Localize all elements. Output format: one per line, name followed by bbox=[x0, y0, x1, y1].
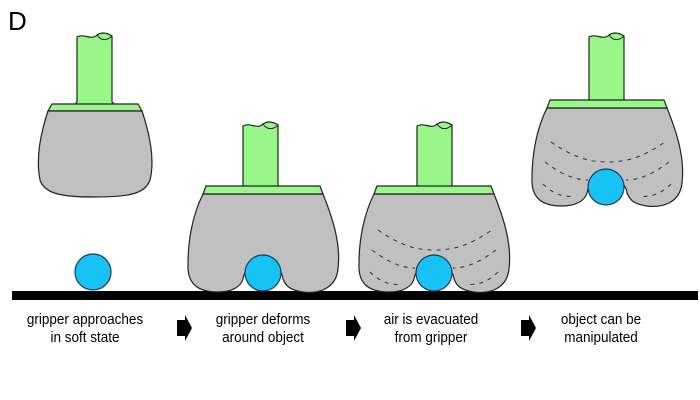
gripper-soft-state bbox=[37, 32, 153, 198]
step-label-3: air is evacuated from gripper bbox=[355, 311, 508, 347]
arrow-right-icon bbox=[177, 315, 192, 341]
gripper-lifting bbox=[531, 32, 684, 208]
gripper-evacuated bbox=[358, 121, 511, 294]
stem bbox=[66, 32, 124, 113]
step-label-line: air is evacuated bbox=[383, 311, 479, 328]
step-label-line: object can be bbox=[560, 311, 642, 328]
panel-letter: D bbox=[8, 6, 27, 36]
step-label-line: from gripper bbox=[394, 329, 468, 346]
ground-surface bbox=[12, 291, 698, 300]
step-label-4: object can be manipulated bbox=[525, 311, 678, 347]
object-ball bbox=[587, 168, 625, 206]
object-ball bbox=[415, 254, 453, 292]
object-ball bbox=[244, 254, 282, 292]
object-ball bbox=[74, 253, 112, 291]
step-label-2: gripper deforms around object bbox=[187, 311, 340, 347]
step-label-line: in soft state bbox=[50, 329, 120, 346]
step-label-1: gripper approaches in soft state bbox=[9, 311, 162, 347]
step-label-line: manipulated bbox=[564, 329, 638, 346]
step-label-line: gripper deforms bbox=[215, 311, 311, 328]
arrow-right-icon bbox=[521, 315, 536, 341]
arrow-right-icon bbox=[346, 315, 361, 341]
step-label-line: around object bbox=[222, 329, 304, 346]
step-label-line: gripper approaches bbox=[26, 311, 144, 328]
gripper-body bbox=[37, 110, 153, 198]
